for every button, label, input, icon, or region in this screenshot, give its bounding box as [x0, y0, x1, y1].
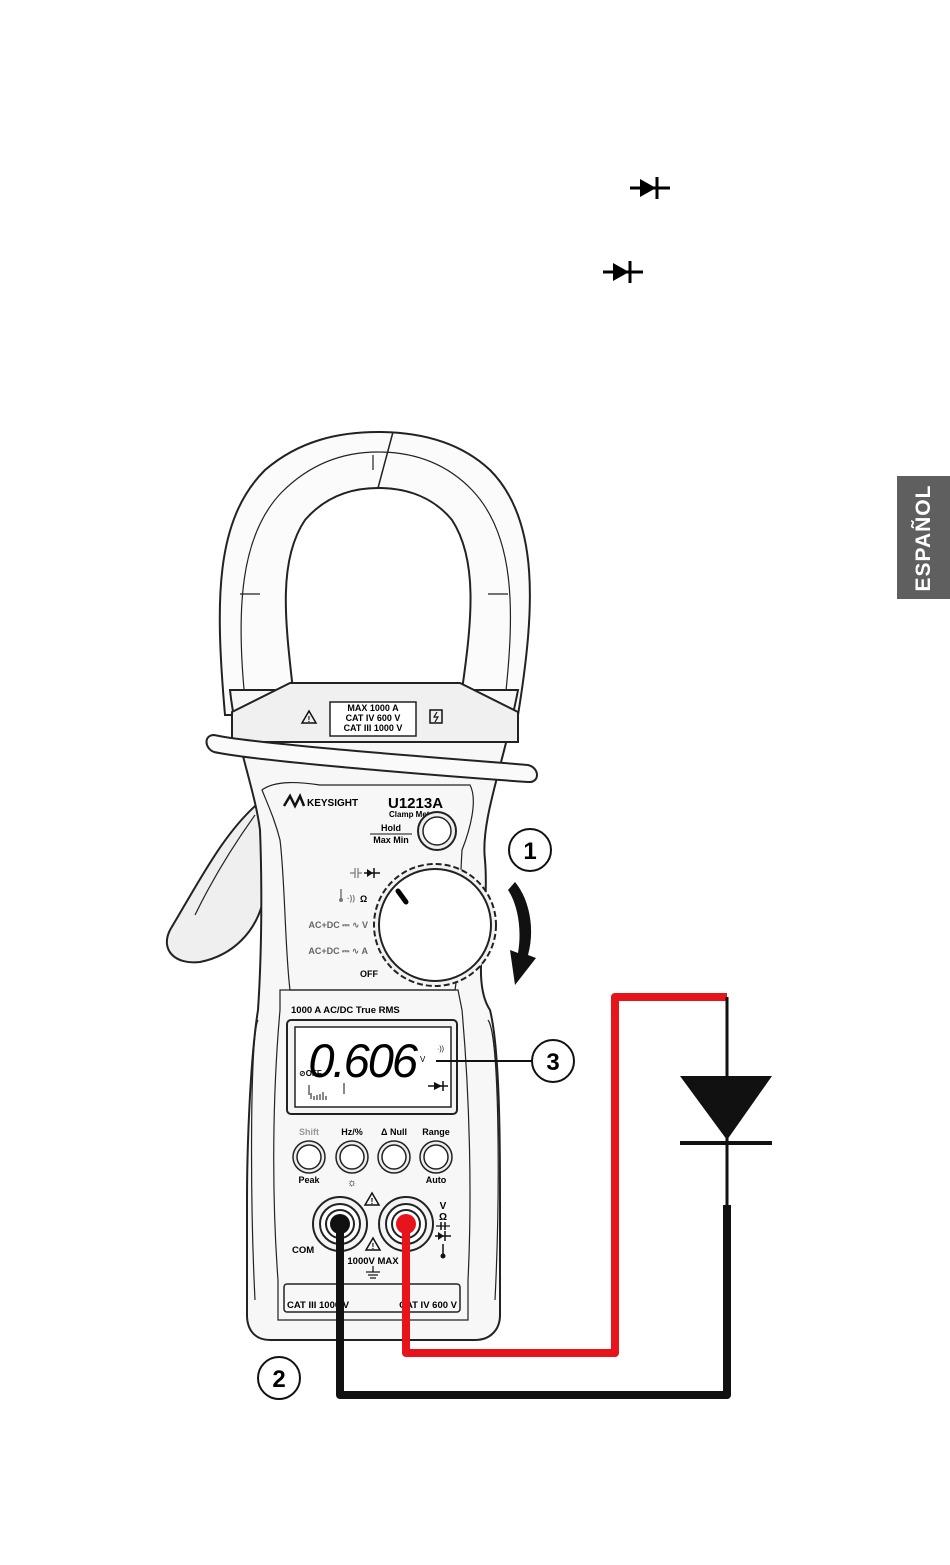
- diode-component: [680, 997, 772, 1210]
- true-rms-label: 1000 A AC/DC True RMS: [291, 1005, 400, 1016]
- brand-name: KEYSIGHT: [307, 798, 358, 809]
- language-tab: ESPAÑOL: [897, 476, 950, 599]
- hold-button[interactable]: [418, 812, 456, 850]
- svg-text:Ω: Ω: [439, 1212, 447, 1223]
- null-button[interactable]: Δ Null: [378, 1127, 410, 1173]
- rating-line-1: MAX 1000 A: [347, 703, 399, 713]
- rating-line-2: CAT IV 600 V: [346, 713, 401, 723]
- svg-text:Range: Range: [422, 1127, 450, 1137]
- svg-text:Peak: Peak: [298, 1175, 320, 1185]
- jaw-opening: [286, 488, 471, 690]
- diode-symbol-icon: [603, 261, 643, 283]
- svg-text:Δ Null: Δ Null: [381, 1127, 407, 1137]
- hold-label: Hold: [381, 823, 401, 833]
- diode-symbol-icon: [630, 177, 670, 199]
- callout-2: 2: [258, 1357, 300, 1399]
- ohm-symbol: Ω: [360, 894, 367, 904]
- volt-position-label: AC+DC ⎓ ∿ V: [309, 920, 368, 930]
- lcd-unit: V: [420, 1055, 426, 1064]
- rotation-arrow-icon: [508, 882, 536, 985]
- svg-text:V: V: [440, 1201, 447, 1212]
- com-label: COM: [292, 1245, 314, 1256]
- lcd-beep-icon: ·)): [437, 1046, 444, 1053]
- svg-text:3: 3: [546, 1049, 559, 1076]
- max-voltage-label: 1000V MAX: [347, 1256, 399, 1267]
- svg-text:1: 1: [523, 838, 536, 865]
- language-tab-label: ESPAÑOL: [912, 484, 936, 591]
- rating-line-3: CAT III 1000 V: [344, 723, 403, 733]
- lcd-display: 0.606 V ·)) ⊘OFF: [287, 1020, 457, 1114]
- svg-text:·)): ·)): [347, 894, 355, 903]
- svg-text:2: 2: [272, 1366, 285, 1393]
- backlight-icon: ☼: [347, 1177, 357, 1189]
- off-position-label: OFF: [360, 969, 378, 979]
- svg-text:Auto: Auto: [426, 1175, 447, 1185]
- svg-text:!: !: [308, 715, 311, 724]
- maxmin-label: Max Min: [373, 835, 409, 845]
- svg-text:Hz/%: Hz/%: [341, 1127, 363, 1137]
- lcd-reading: 0.606: [308, 1034, 418, 1087]
- svg-text:Shift: Shift: [299, 1127, 319, 1137]
- rotary-dial[interactable]: [374, 864, 496, 986]
- lcd-apo: ⊘OFF: [299, 1069, 322, 1078]
- svg-text:!: !: [371, 1197, 374, 1206]
- svg-text:!: !: [372, 1242, 375, 1251]
- amp-position-label: AC+DC ⎓ ∿ A: [308, 946, 368, 956]
- callout-1: 1: [509, 829, 551, 871]
